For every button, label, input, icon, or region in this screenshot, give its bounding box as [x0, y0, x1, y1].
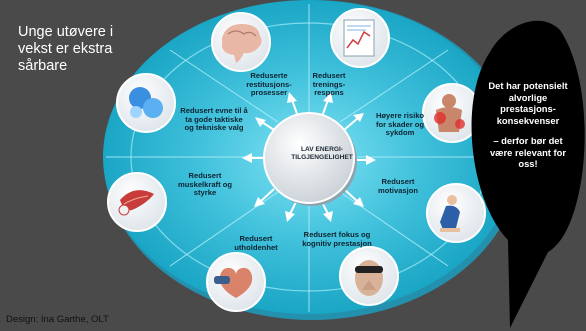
bubble-text: Det har potensielt alvorlige prestasjons… [488, 80, 568, 170]
focused-face-icon [339, 246, 399, 306]
segment-label-restitusjon: Reduserte restitusjons-prosesser [246, 71, 292, 98]
segment-label-utholdenhet: Redusert utholdenhet [234, 234, 278, 252]
slide-title: Unge utøvere i vekst er ekstra sårbare [18, 24, 114, 74]
arrows [242, 92, 376, 222]
center-label: LAV ENERGI-TILGJENGELIGHET [291, 146, 353, 161]
muscle-icon [107, 172, 167, 232]
segment-label-skader: Høyere risiko for skader og sykdom [375, 111, 425, 138]
center-circle [263, 112, 355, 204]
athlete-injury-icon [422, 83, 482, 143]
exhausted-athlete-icon [426, 183, 486, 243]
segment-label-motivasjon: Redusert motivasjon [377, 177, 419, 195]
chart-icon [330, 8, 390, 68]
speech-bubble [471, 20, 585, 329]
segment-label-fokus: Redusert fokus og kognitiv prestasjon [302, 230, 372, 248]
blood-cells-icon [116, 73, 176, 133]
segment-label-muskelkraft: Redusert muskelkraft og styrke [177, 171, 233, 198]
segment-label-trening: Redusert trenings-respons [312, 71, 346, 98]
brain-icon [211, 12, 271, 72]
bubble-line-2: – derfor bør det være relevant for oss! [489, 135, 567, 169]
heart-icon [206, 252, 266, 312]
design-credit: Design: Ina Garthe, OLT [6, 314, 109, 325]
bubble-line-1: Det har potensielt alvorlige prestasjons… [488, 80, 568, 126]
segment-label-taktiske: Redusert evne til å ta gode taktiske og … [180, 106, 248, 133]
